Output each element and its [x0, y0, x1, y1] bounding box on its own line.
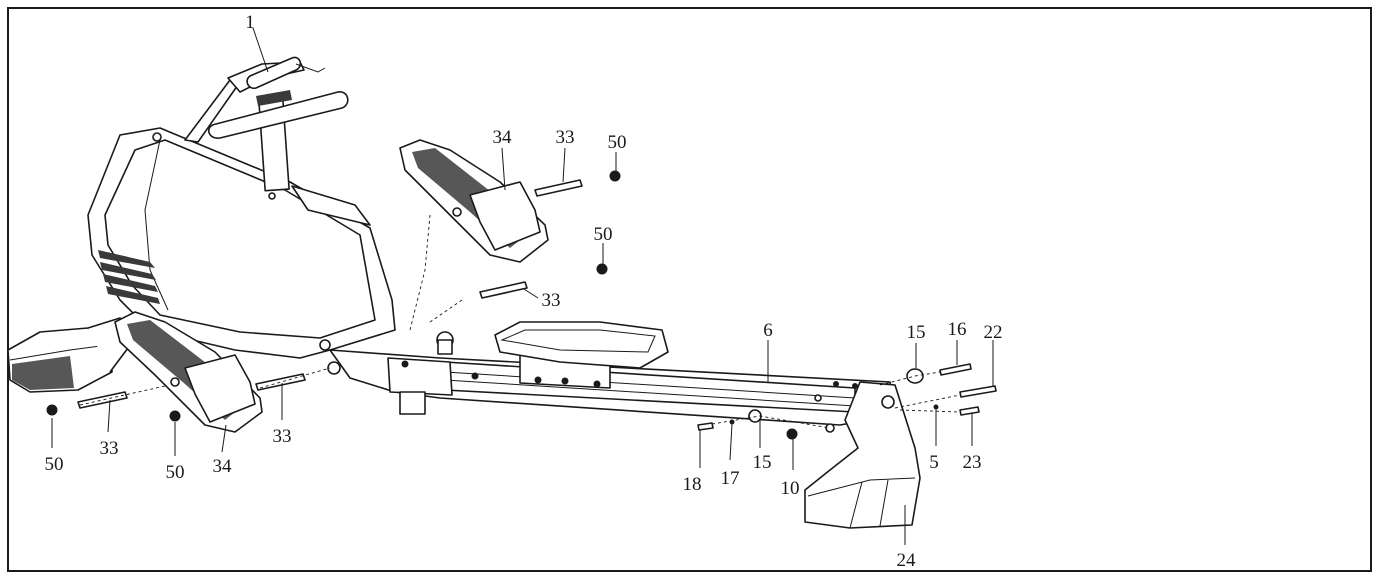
callout-33-lower: 33 — [273, 426, 292, 447]
pedal-lower — [114, 311, 263, 433]
callout-16: 16 — [948, 319, 967, 340]
assembly-guide-lines — [79, 214, 961, 429]
hardware-parts — [46, 170, 997, 440]
pedal-upper — [399, 139, 549, 263]
callout-50-middle: 50 — [594, 224, 613, 245]
callout-6: 6 — [763, 320, 773, 341]
front-foot-cap — [7, 317, 129, 393]
console-housing — [87, 127, 396, 359]
callout-labels: 1 34 33 50 50 33 6 15 16 22 50 33 50 34 … — [45, 12, 1003, 571]
rear-foot-cap — [804, 381, 921, 529]
callout-17: 17 — [721, 468, 740, 489]
callout-34-upper: 34 — [493, 127, 513, 148]
callout-22: 22 — [984, 322, 1003, 343]
callout-50-left: 50 — [45, 454, 64, 475]
callout-50-upper: 50 — [608, 132, 627, 153]
callout-18: 18 — [683, 474, 702, 495]
callout-33-middle: 33 — [542, 290, 561, 311]
callout-33-upper: 33 — [556, 127, 575, 148]
callout-15-lower: 15 — [753, 452, 772, 473]
callout-10: 10 — [781, 478, 800, 499]
handlebar — [184, 56, 349, 192]
callout-15-upper: 15 — [907, 322, 926, 343]
callout-34-lower: 34 — [213, 456, 233, 477]
callout-1: 1 — [245, 12, 255, 33]
callout-33-left: 33 — [100, 438, 119, 459]
leader-lines — [51, 27, 994, 545]
seat — [436, 321, 669, 369]
callout-5: 5 — [929, 452, 939, 473]
callout-50-bottom: 50 — [166, 462, 185, 483]
callout-23: 23 — [963, 452, 982, 473]
callout-24: 24 — [897, 550, 917, 571]
